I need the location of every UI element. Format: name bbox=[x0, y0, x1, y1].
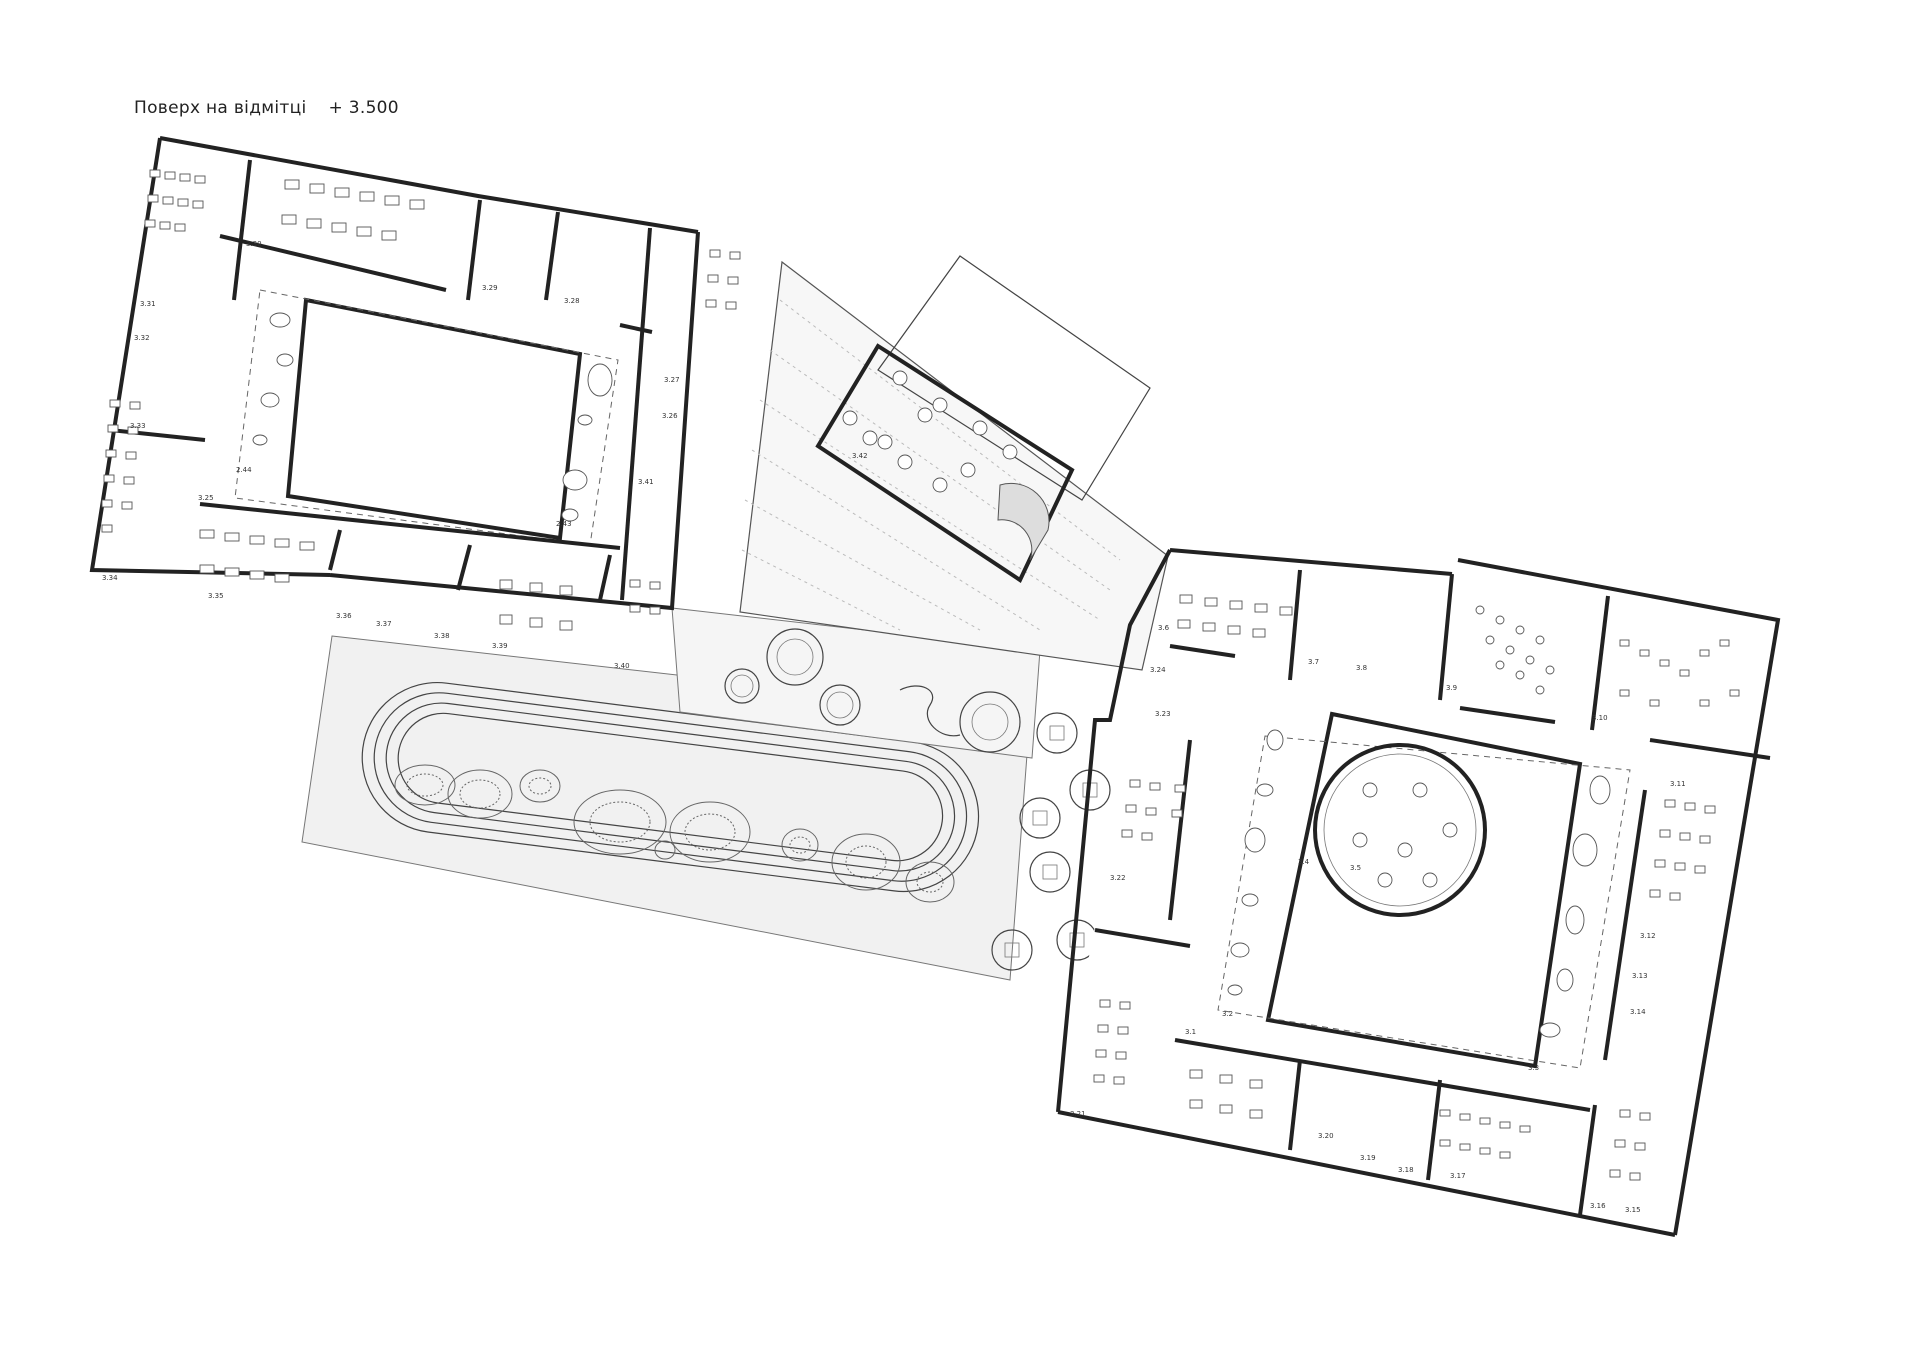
room-label: 3.21 bbox=[1070, 1110, 1086, 1118]
pavilion-tables bbox=[842, 370, 1018, 493]
room-label: 3.30 bbox=[246, 240, 262, 248]
room-label: 3.28 bbox=[564, 297, 580, 305]
title-label: Поверх на відмітці bbox=[134, 98, 307, 118]
room-label: 3.16 bbox=[1590, 1202, 1606, 1210]
room-label: 3.17 bbox=[1450, 1172, 1466, 1180]
room-labels: 3.1 3.2 3.3 3.4 3.5 3.6 3.7 3.8 3.9 3.10… bbox=[102, 240, 1686, 1214]
field-mounds bbox=[394, 764, 955, 903]
room-label: 3.25 bbox=[198, 494, 214, 502]
room-label: 3.34 bbox=[102, 574, 118, 582]
room-label: 2.43 bbox=[556, 520, 572, 528]
room-label: 3.33 bbox=[130, 422, 146, 430]
room-label: 3.26 bbox=[662, 412, 678, 420]
running-track bbox=[361, 681, 980, 893]
drawing-title: Поверх на відмітці + 3.500 bbox=[134, 98, 399, 118]
left-wing bbox=[89, 136, 741, 631]
room-label: 3.23 bbox=[1155, 710, 1171, 718]
room-label: 3.31 bbox=[140, 300, 156, 308]
room-label: 3.2 bbox=[1222, 1010, 1233, 1018]
courtyard-strip bbox=[671, 607, 1111, 971]
room-label: 3.7 bbox=[1308, 658, 1319, 666]
room-label: 3.32 bbox=[134, 334, 150, 342]
right-wing bbox=[1056, 548, 1781, 1237]
room-label: 3.18 bbox=[1398, 1166, 1414, 1174]
room-label: 3.4 bbox=[1298, 858, 1310, 866]
room-label: 3.35 bbox=[208, 592, 224, 600]
room-label: 2.44 bbox=[236, 466, 252, 474]
right-wing-desks bbox=[1093, 594, 1740, 1181]
room-label: 3.5 bbox=[1350, 864, 1361, 872]
room-label: 3.37 bbox=[376, 620, 392, 628]
room-label: 3.29 bbox=[482, 284, 498, 292]
room-label: 3.13 bbox=[1632, 972, 1648, 980]
room-label: 3.27 bbox=[664, 376, 680, 384]
room-label: 3.12 bbox=[1640, 932, 1656, 940]
left-wing-desks bbox=[101, 169, 741, 631]
title-level: + 3.500 bbox=[328, 98, 399, 118]
room-label: 3.1 bbox=[1185, 1028, 1196, 1036]
room-label: 3.14 bbox=[1630, 1008, 1646, 1016]
room-label: 3.10 bbox=[1592, 714, 1608, 722]
room-label: 3.6 bbox=[1158, 624, 1170, 632]
room-label: 3.38 bbox=[434, 632, 450, 640]
room-label: 3.3 bbox=[1528, 1064, 1539, 1072]
room-label: 3.20 bbox=[1318, 1132, 1334, 1140]
room-label: 3.36 bbox=[336, 612, 352, 620]
pavilion bbox=[815, 255, 1151, 583]
room-label: 3.40 bbox=[614, 662, 630, 670]
room-label: 3.8 bbox=[1356, 664, 1367, 672]
room-label: 3.9 bbox=[1446, 684, 1457, 692]
courtyard-planters bbox=[991, 712, 1111, 971]
room-label: 3.19 bbox=[1360, 1154, 1376, 1162]
atrium-canopy bbox=[739, 260, 1169, 671]
room-label: 3.15 bbox=[1625, 1206, 1641, 1214]
room-label: 3.42 bbox=[852, 452, 868, 460]
right-courtyard-stones bbox=[1227, 729, 1611, 1038]
left-courtyard-stones bbox=[252, 312, 613, 522]
room-label: 3.24 bbox=[1150, 666, 1166, 674]
room-label: 3.41 bbox=[638, 478, 654, 486]
room-label: 3.11 bbox=[1670, 780, 1686, 788]
room-label: 3.39 bbox=[492, 642, 508, 650]
room-label: 3.22 bbox=[1110, 874, 1126, 882]
rotunda bbox=[1313, 743, 1487, 917]
